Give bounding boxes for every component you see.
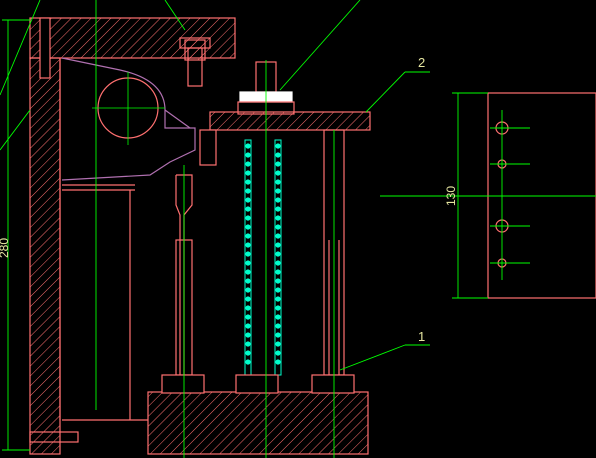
thread-bead: [275, 305, 281, 311]
thread-bead: [275, 350, 281, 356]
thread-bead: [245, 278, 251, 284]
thread-bead: [275, 152, 281, 158]
thread-bead: [245, 215, 251, 221]
thread-bead: [245, 152, 251, 158]
thread-bead: [275, 143, 281, 149]
thread-bead: [245, 170, 251, 176]
thread-bead: [245, 332, 251, 338]
thread-bead: [245, 188, 251, 194]
thread-bead: [275, 332, 281, 338]
thread-bead: [245, 197, 251, 203]
thread-bead: [245, 179, 251, 185]
thread-bead: [245, 260, 251, 266]
thread-bead: [275, 233, 281, 239]
thread-bead: [275, 314, 281, 320]
thread-bead: [275, 323, 281, 329]
thread-bead: [275, 278, 281, 284]
thread-bead: [245, 143, 251, 149]
cam-circle: [92, 72, 165, 145]
thread-bead: [245, 341, 251, 347]
thread-bead: [275, 296, 281, 302]
thread-bead: [275, 170, 281, 176]
thread-bead: [245, 314, 251, 320]
thread-bead: [275, 251, 281, 257]
thread-bead: [275, 188, 281, 194]
thread-bead: [245, 305, 251, 311]
thread-bead: [245, 161, 251, 167]
thread-bead: [275, 197, 281, 203]
overall-height-dimension: 280: [0, 238, 11, 258]
thread-bead: [245, 224, 251, 230]
thread-bead: [245, 350, 251, 356]
thread-bead: [275, 224, 281, 230]
thread-bead: [275, 215, 281, 221]
thread-bead: [245, 206, 251, 212]
thread-bead: [275, 287, 281, 293]
clamp-arm: [61, 57, 196, 181]
base-block: [29, 374, 369, 455]
thread-bead: [275, 179, 281, 185]
thread-bead: [275, 242, 281, 248]
item-label-2: 2: [418, 55, 425, 70]
thread-bead: [275, 161, 281, 167]
thread-bead: [245, 323, 251, 329]
thread-bead: [245, 269, 251, 275]
thread-bead: [245, 242, 251, 248]
thread-bead: [275, 359, 281, 365]
thread-bead: [245, 359, 251, 365]
thread-bead: [275, 269, 281, 275]
thread-bead: [275, 341, 281, 347]
thread-bead: [245, 251, 251, 257]
thread-bead: [275, 206, 281, 212]
thread-bead: [275, 260, 281, 266]
thread-bead: [245, 296, 251, 302]
thread-bead: [245, 233, 251, 239]
thread-bead: [245, 287, 251, 293]
item-label-1: 1: [418, 329, 425, 344]
side-view-height-dimension: 130: [444, 186, 458, 206]
top-bolt: [179, 37, 211, 87]
